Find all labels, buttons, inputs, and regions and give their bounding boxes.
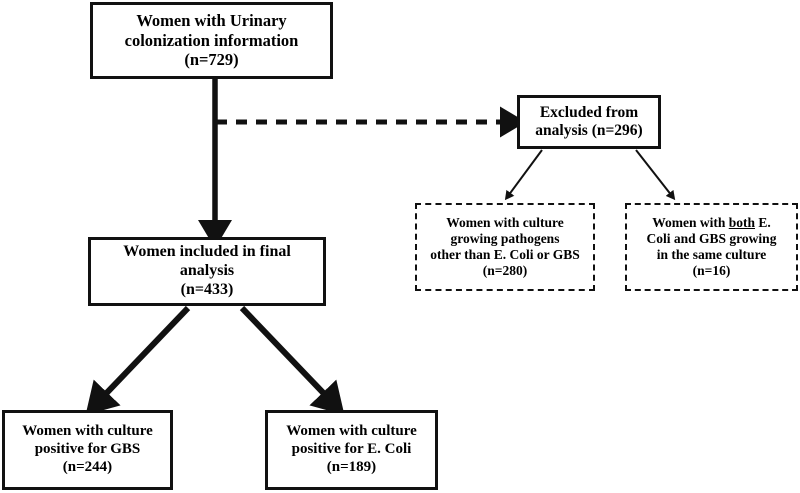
- node-both-ecoli-and-gbs: Women with both E. Coli and GBS growing …: [625, 203, 798, 291]
- edge-excluded-to-other-pathogens: [504, 149, 543, 201]
- node-line: analysis: [179, 262, 235, 280]
- node-line: positive for GBS: [34, 441, 141, 458]
- node-culture-positive-for-ecoli: Women with culture positive for E. Coli …: [265, 410, 438, 490]
- node-line: Women with culture: [446, 215, 564, 231]
- node-line: Women with both E.: [652, 215, 771, 231]
- node-count: (n=244): [62, 458, 113, 475]
- node-women-included-in-final-analysis: Women included in final analysis (n=433): [88, 237, 326, 306]
- edge-included-to-ecoli: [239, 305, 345, 416]
- edge-included-to-gbs: [85, 305, 191, 416]
- node-line: Women included in final: [123, 243, 291, 261]
- node-count: analysis (n=296): [535, 122, 643, 139]
- node-line: Excluded from: [539, 103, 639, 121]
- node-count: (n=189): [326, 458, 377, 475]
- node-line: Coli and GBS growing: [646, 231, 777, 247]
- node-excluded-from-analysis: Excluded from analysis (n=296): [517, 95, 661, 149]
- node-count: (n=729): [184, 50, 239, 70]
- node-line: growing pathogens: [450, 231, 560, 247]
- node-line: Women with culture: [286, 423, 417, 440]
- edge-excluded-to-both: [635, 149, 676, 201]
- node-line: other than E. Coli or GBS: [430, 247, 580, 262]
- node-line: Women with culture: [22, 423, 153, 440]
- node-line: in the same culture: [656, 247, 767, 262]
- node-culture-positive-for-gbs: Women with culture positive for GBS (n=2…: [2, 410, 173, 490]
- node-culture-growing-other-pathogens: Women with culture growing pathogens oth…: [415, 203, 595, 291]
- node-count: (n=280): [482, 262, 528, 278]
- node-line: positive for E. Coli: [291, 441, 412, 458]
- node-count: (n=433): [180, 280, 234, 298]
- node-count: (n=16): [692, 262, 731, 278]
- node-line: Women with Urinary: [136, 11, 287, 31]
- node-women-with-urinary-colonization-information: Women with Urinary colonization informat…: [90, 2, 333, 79]
- node-line: colonization information: [124, 30, 299, 50]
